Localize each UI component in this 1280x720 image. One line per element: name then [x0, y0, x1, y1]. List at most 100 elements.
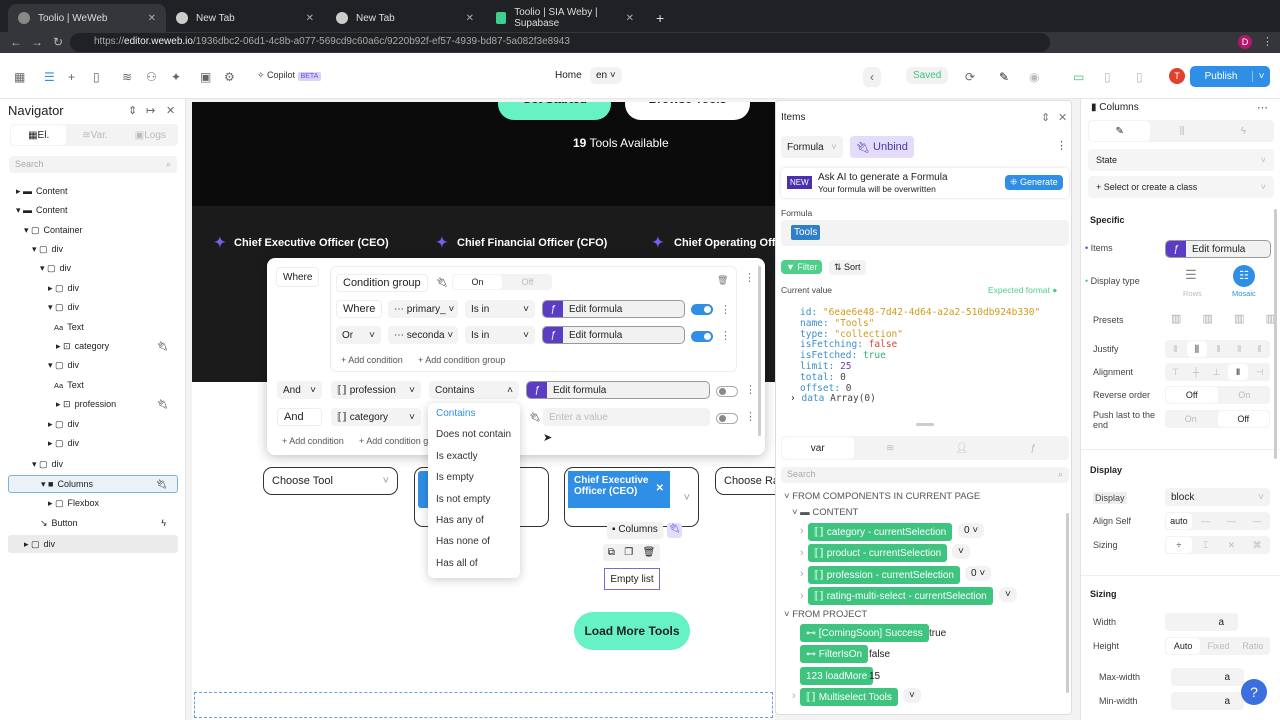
tree-item[interactable]: ▾ ▢ div [32, 243, 64, 255]
edit-tab-icon[interactable]: ✎ [1089, 121, 1151, 141]
close-icon[interactable]: ✕ [166, 105, 176, 117]
variable-search-input[interactable]: Search⌕ [781, 467, 1069, 483]
more-icon[interactable]: ⋮ [720, 304, 731, 316]
copilot-button[interactable]: ✧ Copilot BETA [257, 70, 322, 81]
tree-item[interactable]: ▾ ▢ div [32, 458, 64, 470]
more-icon[interactable]: ⋮ [744, 272, 755, 284]
load-more-button[interactable]: Load More Tools [574, 612, 690, 650]
columns-element-label[interactable]: ▪ Columns [607, 522, 663, 539]
variable-chip[interactable]: ⟦⟧ profession - currentSelection [808, 566, 960, 584]
more-icon[interactable]: ⋮ [745, 411, 756, 423]
operator-select[interactable]: Contains˄ [429, 381, 519, 399]
choose-rating-select[interactable]: Choose Ra [715, 467, 775, 495]
sizing-section[interactable]: Sizing [1090, 589, 1117, 599]
variable-chip[interactable]: ⟦⟧ rating-multi-select - currentSelectio… [808, 587, 993, 605]
browse-tools-button[interactable]: Browse Tools [625, 102, 750, 120]
rows-icon[interactable]: ☰ [1185, 267, 1197, 282]
expand-icon[interactable]: ⇕ [1041, 112, 1051, 124]
variable-value[interactable]: 0 ˅ [965, 566, 992, 581]
tree-item[interactable]: ▸ ▢ Flexbox [48, 497, 100, 509]
scrollbar[interactable] [1066, 513, 1069, 693]
content-header[interactable]: ˅ ▬ CONTENT [792, 507, 859, 518]
display-select[interactable]: block˅ [1165, 488, 1270, 506]
remove-tag-icon[interactable]: ✕ [655, 483, 664, 494]
tree-item[interactable]: ▸ ▬ Content [16, 185, 68, 197]
tree-item[interactable]: Aa Text [54, 380, 84, 390]
expand-icon[interactable]: › [800, 547, 804, 559]
terminal-icon[interactable]: ▣ [200, 70, 212, 84]
close-tab-icon[interactable]: ✕ [465, 12, 474, 24]
height-fixed[interactable]: Fixed [1207, 641, 1230, 651]
more-icon[interactable]: ⋮ [1262, 36, 1273, 48]
align-self-auto[interactable]: auto [1166, 513, 1192, 529]
close-icon[interactable]: ✕ [1058, 112, 1068, 124]
sync-icon[interactable]: ⟳ [965, 70, 976, 84]
publish-button[interactable]: Publish˅ [1190, 66, 1270, 87]
tree-item-selected[interactable]: ▾ ■ Columns🔌︎ [8, 475, 178, 493]
tree-item[interactable]: ▾ ▢ Container [24, 224, 83, 236]
duplicate-icon[interactable]: ❐ [624, 547, 634, 558]
add-condition-group-button[interactable]: + Add condition group [418, 355, 506, 365]
close-tab-icon[interactable]: ✕ [147, 12, 156, 24]
collapse-left-button[interactable]: ‹ [863, 67, 881, 87]
field-select[interactable]: ⟦⟧ profession˅ [331, 381, 421, 399]
expand-icon[interactable]: › [800, 590, 804, 602]
database-icon[interactable]: ≋ [122, 70, 133, 84]
style-tab-icon[interactable]: ⫼ [1179, 125, 1185, 137]
page-icon[interactable]: ▯ [93, 70, 100, 84]
bind-icon[interactable]: 🔌︎ [529, 412, 541, 422]
tree-item[interactable]: ▾ ▢ div [48, 301, 80, 313]
tab-variables[interactable]: ≋ Var. [82, 129, 108, 141]
condition-toggle[interactable] [716, 413, 738, 424]
option-is-not-empty[interactable]: Is not empty [436, 493, 491, 505]
state-select[interactable]: State˅ [1088, 149, 1274, 171]
add-element-icon[interactable]: ⧉ [607, 547, 615, 558]
settings-icon[interactable]: ⚙ [224, 70, 235, 84]
expand-icon[interactable]: › [800, 525, 804, 537]
option-has-any-of[interactable]: Has any of [436, 514, 484, 526]
tab-var[interactable]: var [782, 437, 854, 459]
browser-tab[interactable]: Toolio | WeWeb✕ [8, 4, 166, 32]
option-does-not-contain[interactable]: Does not contain [436, 429, 512, 441]
browser-tab[interactable]: New Tab✕ [166, 4, 324, 32]
browser-tab[interactable]: New Tab✕ [326, 4, 484, 32]
bound-icon[interactable]: 🔌︎ [667, 523, 682, 538]
browser-tab[interactable]: Toolio | SIA Weby | Supabase✕ [486, 4, 644, 32]
tree-item[interactable]: ▸ ▢ div [48, 282, 80, 294]
tablet-icon[interactable]: ▯ [1104, 70, 1111, 84]
condition-toggle[interactable] [691, 304, 713, 315]
variable-chip[interactable]: ⊷ FilterIsOn [800, 645, 869, 663]
toggle-off[interactable]: Off [521, 277, 534, 287]
expand-icon[interactable]: › [792, 690, 796, 702]
min-width-input[interactable]: a [1171, 692, 1244, 710]
variable-chip[interactable]: ⟦⟧ Multiselect Tools [800, 688, 898, 706]
variable-value[interactable]: ˅ [903, 688, 921, 703]
more-icon[interactable]: ⋮ [745, 384, 756, 396]
plugins-icon[interactable]: ✦ [171, 70, 182, 84]
tab-elements[interactable]: ▦ El. [11, 125, 67, 145]
condition-toggle[interactable] [716, 386, 738, 397]
edit-mode-icon[interactable]: ✎ [999, 70, 1010, 84]
max-width-input[interactable]: a [1171, 668, 1244, 686]
option-contains[interactable]: Contains [436, 408, 476, 419]
variable-chip[interactable]: ⟦⟧ category - currentSelection [808, 523, 953, 541]
language-selector[interactable]: en ˅ [590, 67, 622, 84]
workflow-tab-icon[interactable]: ϟ [1240, 125, 1246, 137]
filter-button[interactable]: ▼ Filter [781, 260, 823, 274]
display-section[interactable]: Display [1090, 465, 1123, 475]
help-button[interactable]: ? [1241, 679, 1267, 705]
tree-item[interactable]: ▸ ⊡ category🔌︎ [56, 340, 168, 352]
profession-select[interactable]: Chief Executive Officer (CEO)✕ ˅ [564, 467, 699, 527]
variable-value[interactable]: ˅ [999, 587, 1017, 602]
close-tab-icon[interactable]: ✕ [625, 12, 634, 24]
field-select[interactable]: ⋯ seconda ˅ [388, 326, 458, 344]
get-started-button[interactable]: Get Started [498, 102, 611, 120]
bind-icon[interactable]: 🔌︎ [436, 277, 448, 287]
choose-tool-select[interactable]: Choose Tool˅ [263, 467, 398, 495]
operator-select[interactable]: Is in˅ [465, 326, 535, 344]
new-tab-button[interactable]: + [656, 10, 665, 26]
more-icon[interactable]: ⋮ [1056, 140, 1067, 152]
